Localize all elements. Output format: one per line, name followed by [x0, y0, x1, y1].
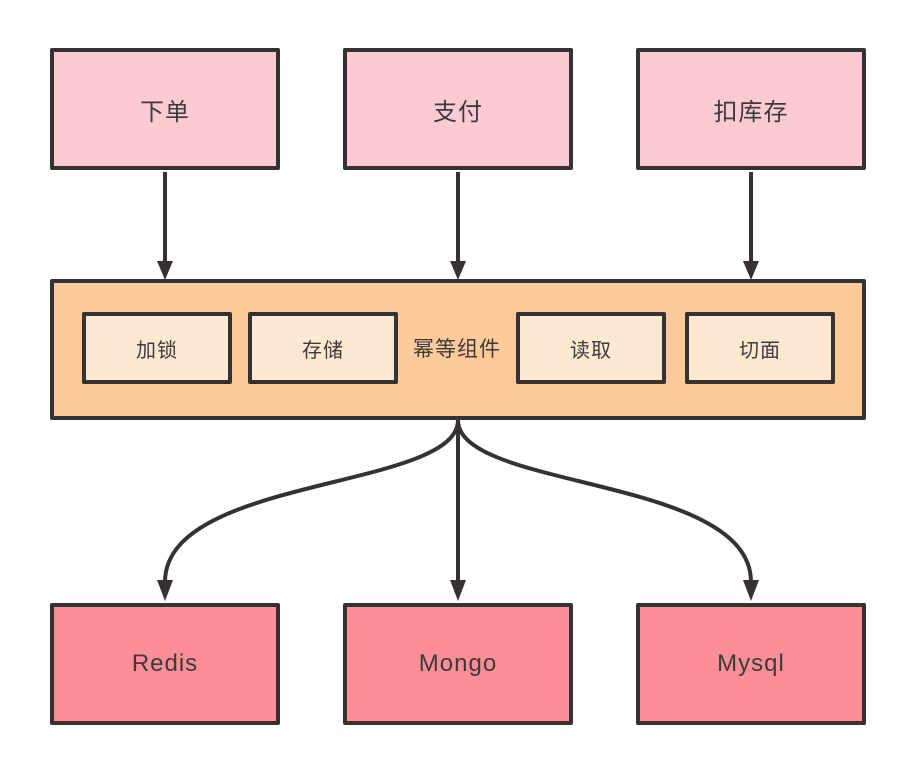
subnode-storage-label: 存储 — [302, 339, 344, 362]
arrow-component-to-redis — [157, 419, 460, 601]
node-place-order: 下单 — [50, 48, 280, 170]
node-place-order-label: 下单 — [140, 98, 190, 126]
subnode-storage: 存储 — [248, 312, 398, 384]
node-payment: 支付 — [343, 48, 573, 170]
node-redis-label: Redis — [131, 650, 199, 677]
arrow-component-to-mongo — [450, 420, 466, 601]
arrow-component-to-mysql — [456, 419, 759, 601]
node-mongo-label: Mongo — [418, 650, 498, 677]
node-payment-label: 支付 — [433, 98, 483, 126]
arrow-deduct-stock-to-component — [743, 172, 759, 280]
subnode-lock-label: 加锁 — [136, 339, 178, 362]
subnode-read: 读取 — [516, 312, 666, 384]
node-redis: Redis — [50, 603, 280, 725]
node-mysql: Mysql — [636, 603, 866, 725]
subnode-lock: 加锁 — [82, 312, 232, 384]
arrow-order-to-component — [157, 172, 173, 280]
subnode-aspect: 切面 — [685, 312, 835, 384]
component-bar-label: 幂等组件 — [398, 312, 516, 384]
node-mysql-label: Mysql — [717, 650, 785, 677]
arrow-pay-to-component — [450, 172, 466, 280]
node-deduct-stock: 扣库存 — [636, 48, 866, 170]
node-mongo: Mongo — [343, 603, 573, 725]
subnode-aspect-label: 切面 — [739, 339, 781, 362]
subnode-read-label: 读取 — [570, 339, 612, 362]
node-deduct-stock-label: 扣库存 — [713, 98, 789, 126]
component-bar-label-text: 幂等组件 — [413, 338, 501, 361]
